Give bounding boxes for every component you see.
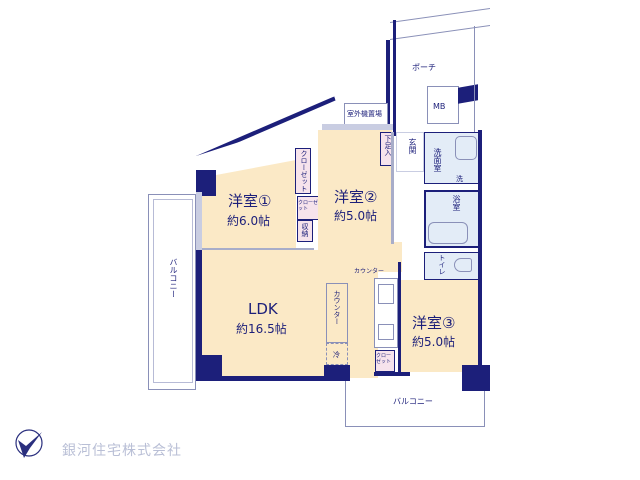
wall-corner-nw bbox=[196, 170, 216, 196]
room-ldk-kitchen bbox=[318, 242, 402, 272]
closet-3-label: クローゼット bbox=[376, 353, 392, 365]
washer-label: 洗 bbox=[456, 175, 463, 183]
storage bbox=[297, 220, 313, 242]
balcony-left-label: バルコニー bbox=[169, 258, 178, 298]
washroom-label: 洗面室 bbox=[433, 148, 442, 172]
balcony-bottom bbox=[345, 375, 485, 427]
wall-east bbox=[478, 130, 482, 370]
wall-entrance-left bbox=[393, 20, 396, 136]
ldk-size: 約16.5帖 bbox=[236, 322, 287, 336]
western2-size: 約5.0帖 bbox=[334, 209, 378, 223]
wall-left bbox=[196, 250, 202, 370]
counter-top-label: カウンター bbox=[354, 268, 385, 275]
ldk-name: LDK bbox=[248, 300, 278, 318]
closet-1 bbox=[295, 148, 311, 194]
wall-room3-left bbox=[398, 262, 401, 374]
wall-south-ldk bbox=[196, 376, 346, 381]
bird-globe-icon bbox=[12, 426, 46, 460]
mb-label: MB bbox=[433, 102, 446, 111]
wall-left-upper bbox=[196, 192, 202, 252]
shoe-storage-label: 下足入 bbox=[384, 135, 392, 156]
bathroom-label: 浴室 bbox=[452, 195, 461, 211]
room-western-2 bbox=[318, 130, 392, 242]
mb-box bbox=[427, 86, 459, 124]
closet-1-label: クローゼット bbox=[300, 150, 308, 192]
closet-2-label: クローゼット bbox=[298, 200, 319, 212]
porch-label: ポーチ bbox=[412, 63, 436, 72]
wall-south-room3 bbox=[374, 372, 410, 376]
toilet bbox=[424, 252, 482, 280]
wall-western1-top bbox=[192, 96, 339, 156]
western1-name: 洋室① bbox=[228, 192, 272, 210]
entrance-label: 玄関 bbox=[408, 138, 417, 154]
column-s-mid bbox=[324, 365, 350, 381]
fridge-space bbox=[326, 343, 348, 365]
kitchen-sink-icon bbox=[378, 284, 394, 304]
closet-3 bbox=[375, 350, 395, 372]
entrance-area bbox=[396, 132, 424, 172]
bathtub-icon bbox=[428, 222, 468, 244]
balcony-bottom-label: バルコニー bbox=[393, 397, 433, 406]
outdoor-unit-label: 室外機置場 bbox=[347, 110, 382, 118]
western3-size: 約5.0帖 bbox=[412, 335, 456, 349]
wall-room2-right bbox=[391, 132, 394, 244]
porch-left-wall bbox=[386, 40, 390, 132]
wall-ldk-top bbox=[202, 248, 314, 250]
wall-western2-top bbox=[322, 124, 394, 130]
western2-name: 洋室② bbox=[334, 188, 378, 206]
room-western-3 bbox=[400, 280, 478, 372]
toilet-label: トイレ bbox=[438, 254, 446, 275]
fridge-label: 冷 bbox=[333, 351, 340, 359]
sink-icon bbox=[455, 136, 477, 160]
balcony-left-inner bbox=[153, 199, 193, 383]
room-western-1 bbox=[200, 160, 296, 250]
counter-ldk bbox=[326, 283, 348, 343]
western1-size: 約6.0帖 bbox=[227, 214, 271, 228]
column-se bbox=[462, 365, 490, 391]
western3-name: 洋室③ bbox=[412, 314, 456, 332]
storage-label: 収納 bbox=[301, 223, 309, 237]
company-name: 銀河住宅株式会社 bbox=[62, 443, 182, 459]
porch-right-line bbox=[474, 26, 475, 136]
counter-ldk-label: カウンター bbox=[333, 290, 341, 325]
toilet-icon bbox=[454, 258, 472, 272]
stove-icon bbox=[378, 324, 394, 340]
